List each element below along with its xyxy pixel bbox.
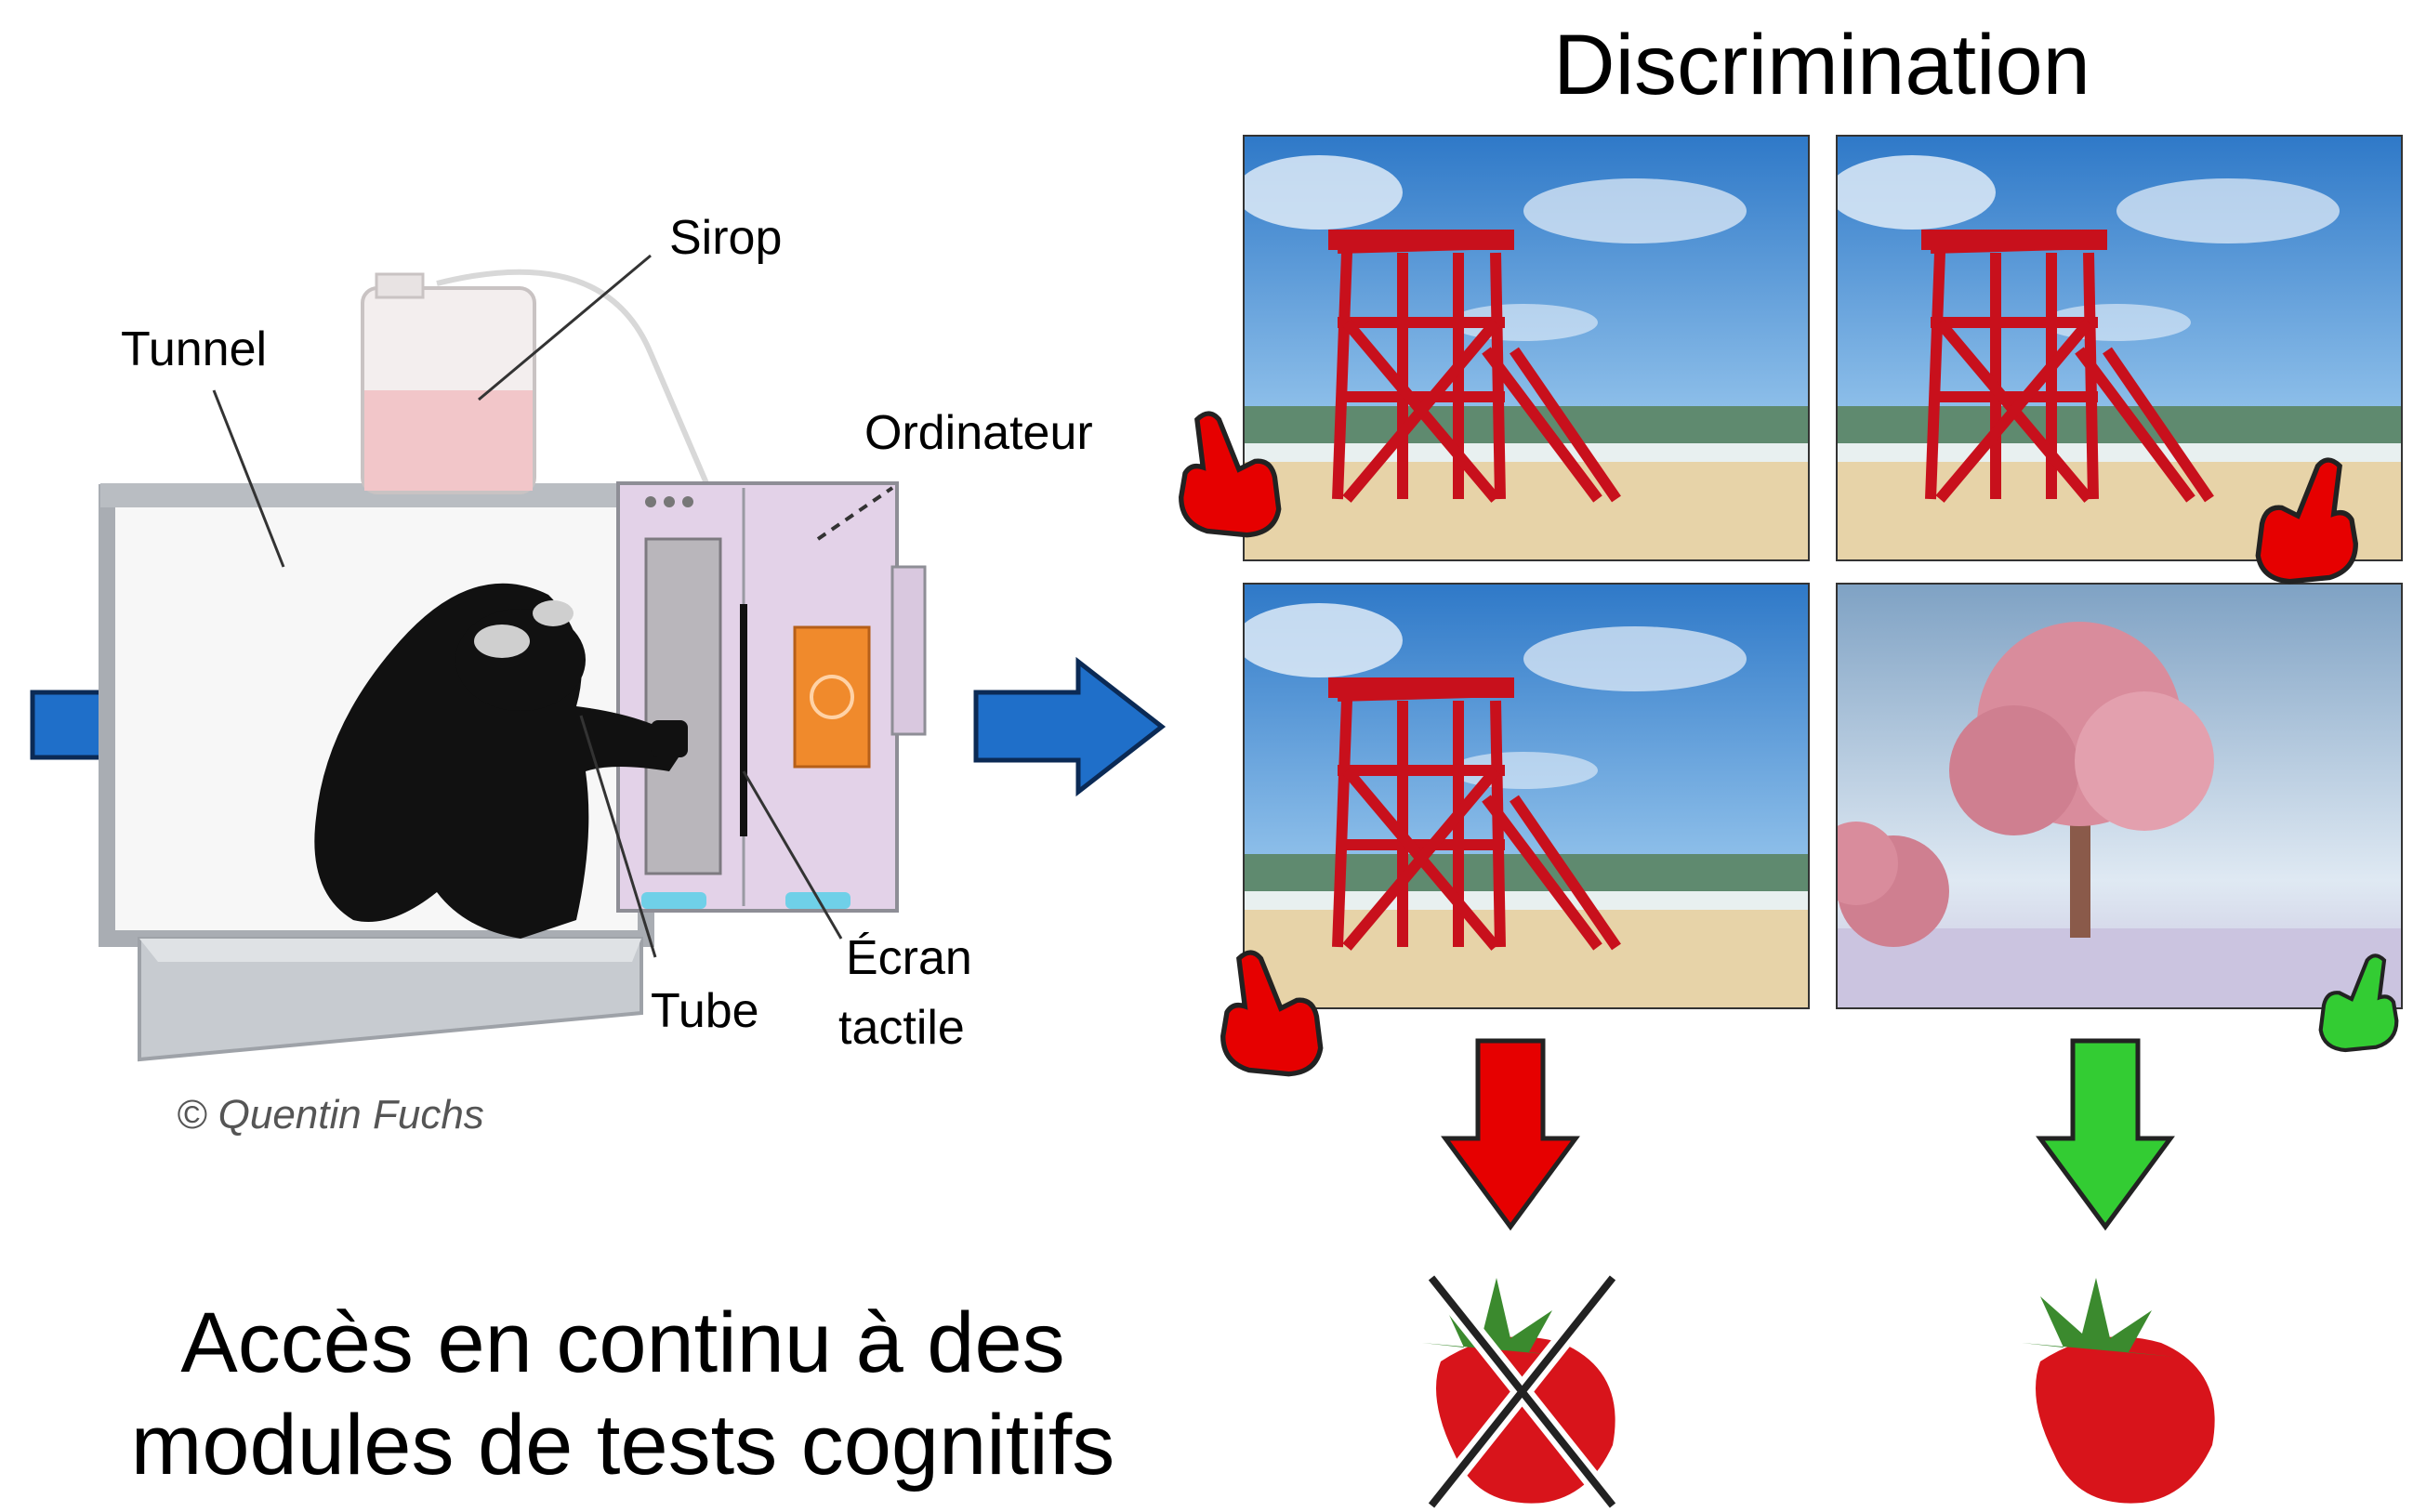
tube-label: Tube	[651, 984, 759, 1038]
pointing-hand-icon	[1208, 939, 1329, 1078]
ecran-label: Écran	[846, 931, 972, 985]
image-panel-beach-top-right[interactable]	[1836, 135, 2403, 561]
pointing-hand-icon	[2249, 446, 2370, 585]
monkey-silhouette	[314, 583, 688, 939]
pink-tree-image	[1838, 585, 2401, 1007]
caption: Accès en continu à des modules de tests …	[56, 1292, 1190, 1497]
image-panel-beach-top-left[interactable]	[1243, 135, 1810, 561]
pointing-hand-icon	[2314, 929, 2407, 1069]
tunnel-label: Tunnel	[121, 322, 268, 376]
ordinateur-label: Ordinateur	[864, 406, 1093, 460]
down-arrow-icon	[1441, 1038, 1580, 1231]
pointing-hand-icon	[1167, 400, 1287, 539]
cross-icon	[1424, 1271, 1620, 1510]
sirop-label: Sirop	[669, 211, 783, 265]
apparatus-diagram	[30, 254, 1167, 1062]
syrup-jug	[361, 269, 709, 494]
strawberry-icon	[2022, 1278, 2215, 1504]
caption-line-2: modules de tests cognitifs	[130, 1398, 1115, 1493]
right-arrow-icon	[973, 656, 1167, 797]
computer-module	[616, 481, 927, 913]
credit: © Quentin Fuchs	[177, 1092, 484, 1137]
image-panel-tree-bottom-right[interactable]	[1836, 583, 2403, 1009]
image-panel-beach-bottom-left[interactable]	[1243, 583, 1810, 1009]
strawberry-icon	[1422, 1271, 1620, 1510]
down-arrow-icon	[2036, 1038, 2175, 1231]
caption-line-1: Accès en continu à des	[180, 1295, 1065, 1390]
beach-lifeguard-image	[1245, 137, 1808, 559]
tactile-label: tactile	[838, 1001, 965, 1055]
title: Discrimination	[1553, 18, 2090, 112]
